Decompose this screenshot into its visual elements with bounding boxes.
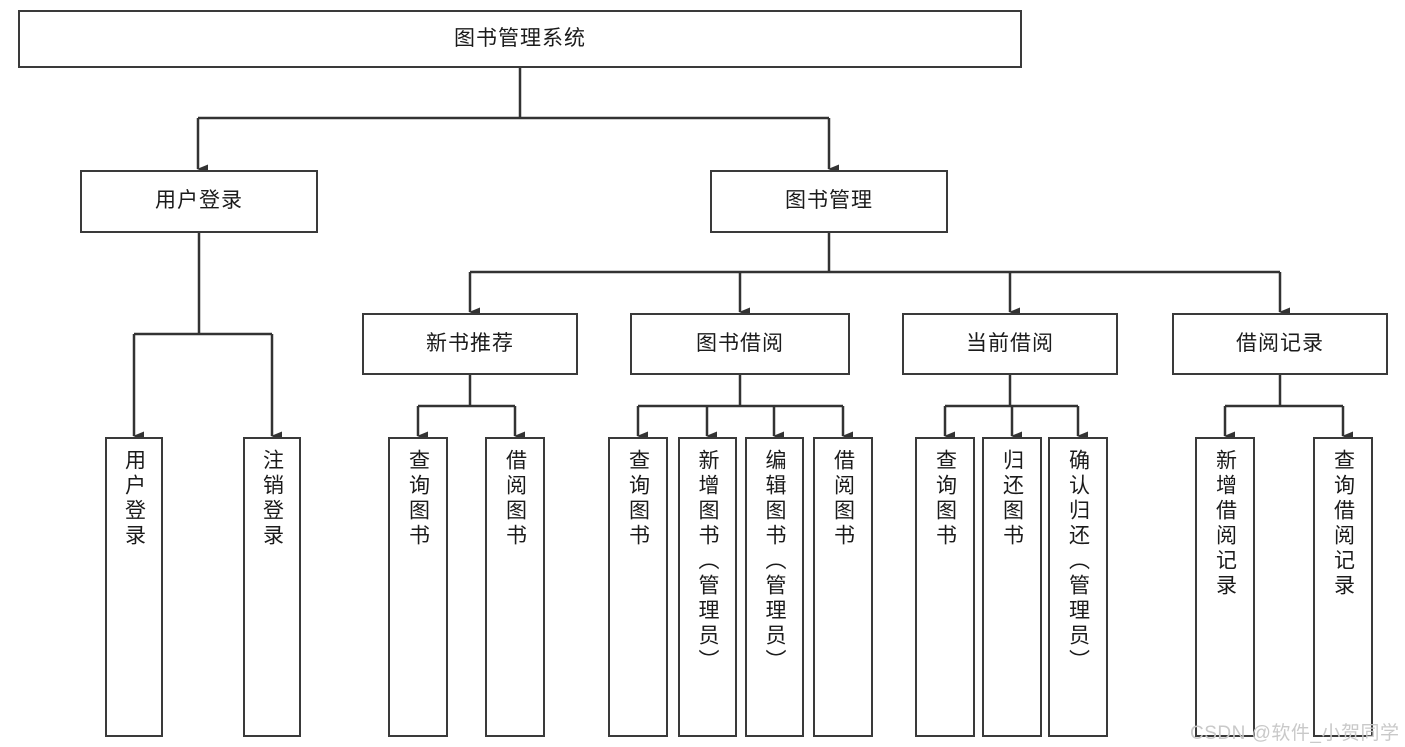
node-leaf-query-book-borrow[interactable]: 查询图书: [608, 437, 668, 737]
node-new-book-recommend[interactable]: 新书推荐: [362, 313, 578, 375]
node-leaf-query-book-current[interactable]: 查询图书: [915, 437, 975, 737]
node-leaf-add-borrow-record[interactable]: 新增借阅记录: [1195, 437, 1255, 737]
node-label: 归还图书: [1000, 449, 1024, 549]
node-label: 借阅图书: [831, 449, 855, 549]
node-label: 图书管理系统: [454, 26, 586, 50]
node-label: 新书推荐: [426, 331, 514, 355]
csdn-watermark: CSDN @软件_小贺同学: [1190, 723, 1400, 744]
node-leaf-return-book[interactable]: 归还图书: [982, 437, 1042, 737]
node-label: 当前借阅: [966, 331, 1054, 355]
node-leaf-borrow-book-recommend[interactable]: 借阅图书: [485, 437, 545, 737]
node-book-borrow[interactable]: 图书借阅: [630, 313, 850, 375]
node-label: 用户登录: [155, 189, 243, 213]
node-label: 查询图书: [933, 449, 957, 549]
node-label: 用户登录: [122, 449, 146, 549]
node-label: 借阅图书: [503, 449, 527, 549]
node-leaf-query-borrow-record[interactable]: 查询借阅记录: [1313, 437, 1373, 737]
connector-lines: [132, 68, 1353, 441]
node-root[interactable]: 图书管理系统: [18, 10, 1022, 68]
node-label: 查询图书: [406, 449, 430, 549]
node-label: 新增借阅记录: [1213, 449, 1237, 599]
node-label: 编辑图书（管理员）: [763, 449, 786, 674]
node-label: 查询图书: [626, 449, 650, 549]
node-label: 查询借阅记录: [1331, 449, 1355, 599]
node-book-management[interactable]: 图书管理: [710, 170, 948, 233]
node-leaf-logout-login[interactable]: 注销登录: [243, 437, 301, 737]
node-borrow-record[interactable]: 借阅记录: [1172, 313, 1388, 375]
node-leaf-add-book[interactable]: 新增图书（管理员）: [678, 437, 737, 737]
node-label: 确认归还（管理员）: [1066, 449, 1090, 674]
node-leaf-query-book-recommend[interactable]: 查询图书: [388, 437, 448, 737]
node-leaf-confirm-return[interactable]: 确认归还（管理员）: [1048, 437, 1108, 737]
node-leaf-borrow-book[interactable]: 借阅图书: [813, 437, 873, 737]
node-label: 注销登录: [260, 449, 284, 549]
node-label: 新增图书（管理员）: [696, 449, 719, 674]
node-leaf-user-login[interactable]: 用户登录: [105, 437, 163, 737]
node-leaf-edit-book[interactable]: 编辑图书（管理员）: [745, 437, 804, 737]
node-user-login[interactable]: 用户登录: [80, 170, 318, 233]
node-label: 图书管理: [785, 189, 873, 213]
node-label: 借阅记录: [1236, 331, 1324, 355]
node-label: 图书借阅: [696, 331, 784, 355]
node-current-borrow[interactable]: 当前借阅: [902, 313, 1118, 375]
